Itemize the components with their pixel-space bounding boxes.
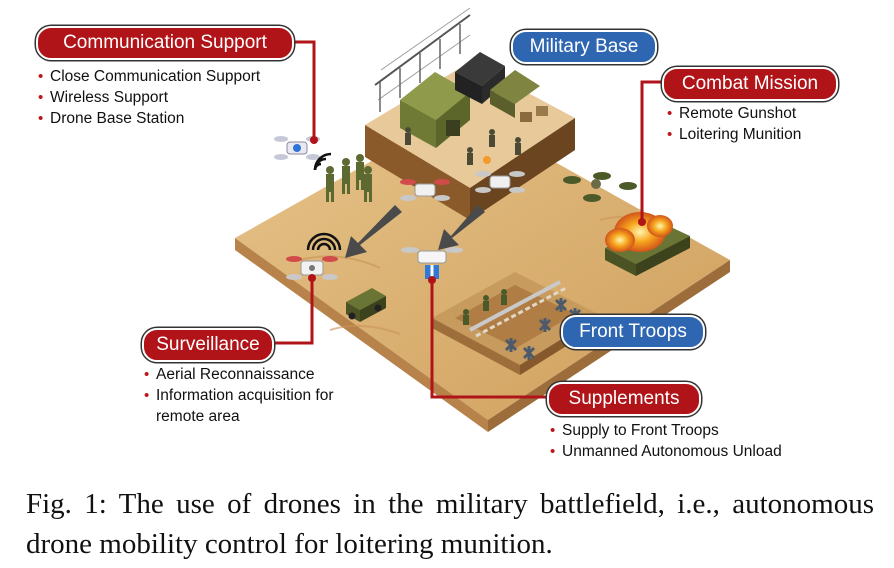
surveillance-label: Surveillance — [142, 328, 274, 362]
wifi-icon — [313, 152, 332, 171]
soldiers — [326, 154, 372, 202]
military-base-label: Military Base — [511, 30, 657, 64]
forward-surveillance-drone-icon — [286, 256, 338, 280]
loitering-drones-icon — [563, 172, 637, 202]
combat-mission-label: Combat Mission — [662, 67, 838, 101]
movement-arrows — [345, 205, 485, 258]
list-item: Close Communication Support — [38, 66, 260, 87]
connector-dots — [308, 136, 646, 284]
tent — [400, 72, 470, 148]
delivery-drone-icon — [401, 247, 463, 279]
list-item: Loitering Munition — [667, 124, 801, 145]
dark-tents — [455, 52, 540, 118]
list-item: Drone Base Station — [38, 108, 260, 129]
combat-mission-list: Remote Gunshot Loitering Munition — [667, 103, 801, 145]
list-item: Wireless Support — [38, 87, 260, 108]
wifi-icon — [306, 232, 342, 251]
supplements-list: Supply to Front Troops Unmanned Autonomo… — [550, 420, 782, 462]
list-item: Remote Gunshot — [667, 103, 801, 124]
list-item: Information acquisition for remote area — [144, 385, 344, 427]
surveillance-drone-icon — [400, 179, 450, 201]
tank-target — [605, 212, 690, 276]
communication-support-label: Communication Support — [36, 26, 294, 60]
list-item: Aerial Reconnaissance — [144, 364, 344, 385]
battlefield-illustration — [235, 7, 730, 432]
supplements-label: Supplements — [547, 382, 701, 416]
list-item: Unmanned Autonomous Unload — [550, 441, 782, 462]
communication-support-list: Close Communication Support Wireless Sup… — [38, 66, 260, 129]
figure-caption: Fig. 1: The use of drones in the militar… — [26, 488, 874, 560]
list-item: Supply to Front Troops — [550, 420, 782, 441]
surveillance-list: Aerial Reconnaissance Information acquis… — [144, 364, 344, 427]
supply-drone-icon — [475, 171, 525, 193]
front-troops-label: Front Troops — [561, 315, 705, 349]
military-vehicle — [346, 288, 386, 322]
relay-drone-icon — [274, 136, 320, 160]
